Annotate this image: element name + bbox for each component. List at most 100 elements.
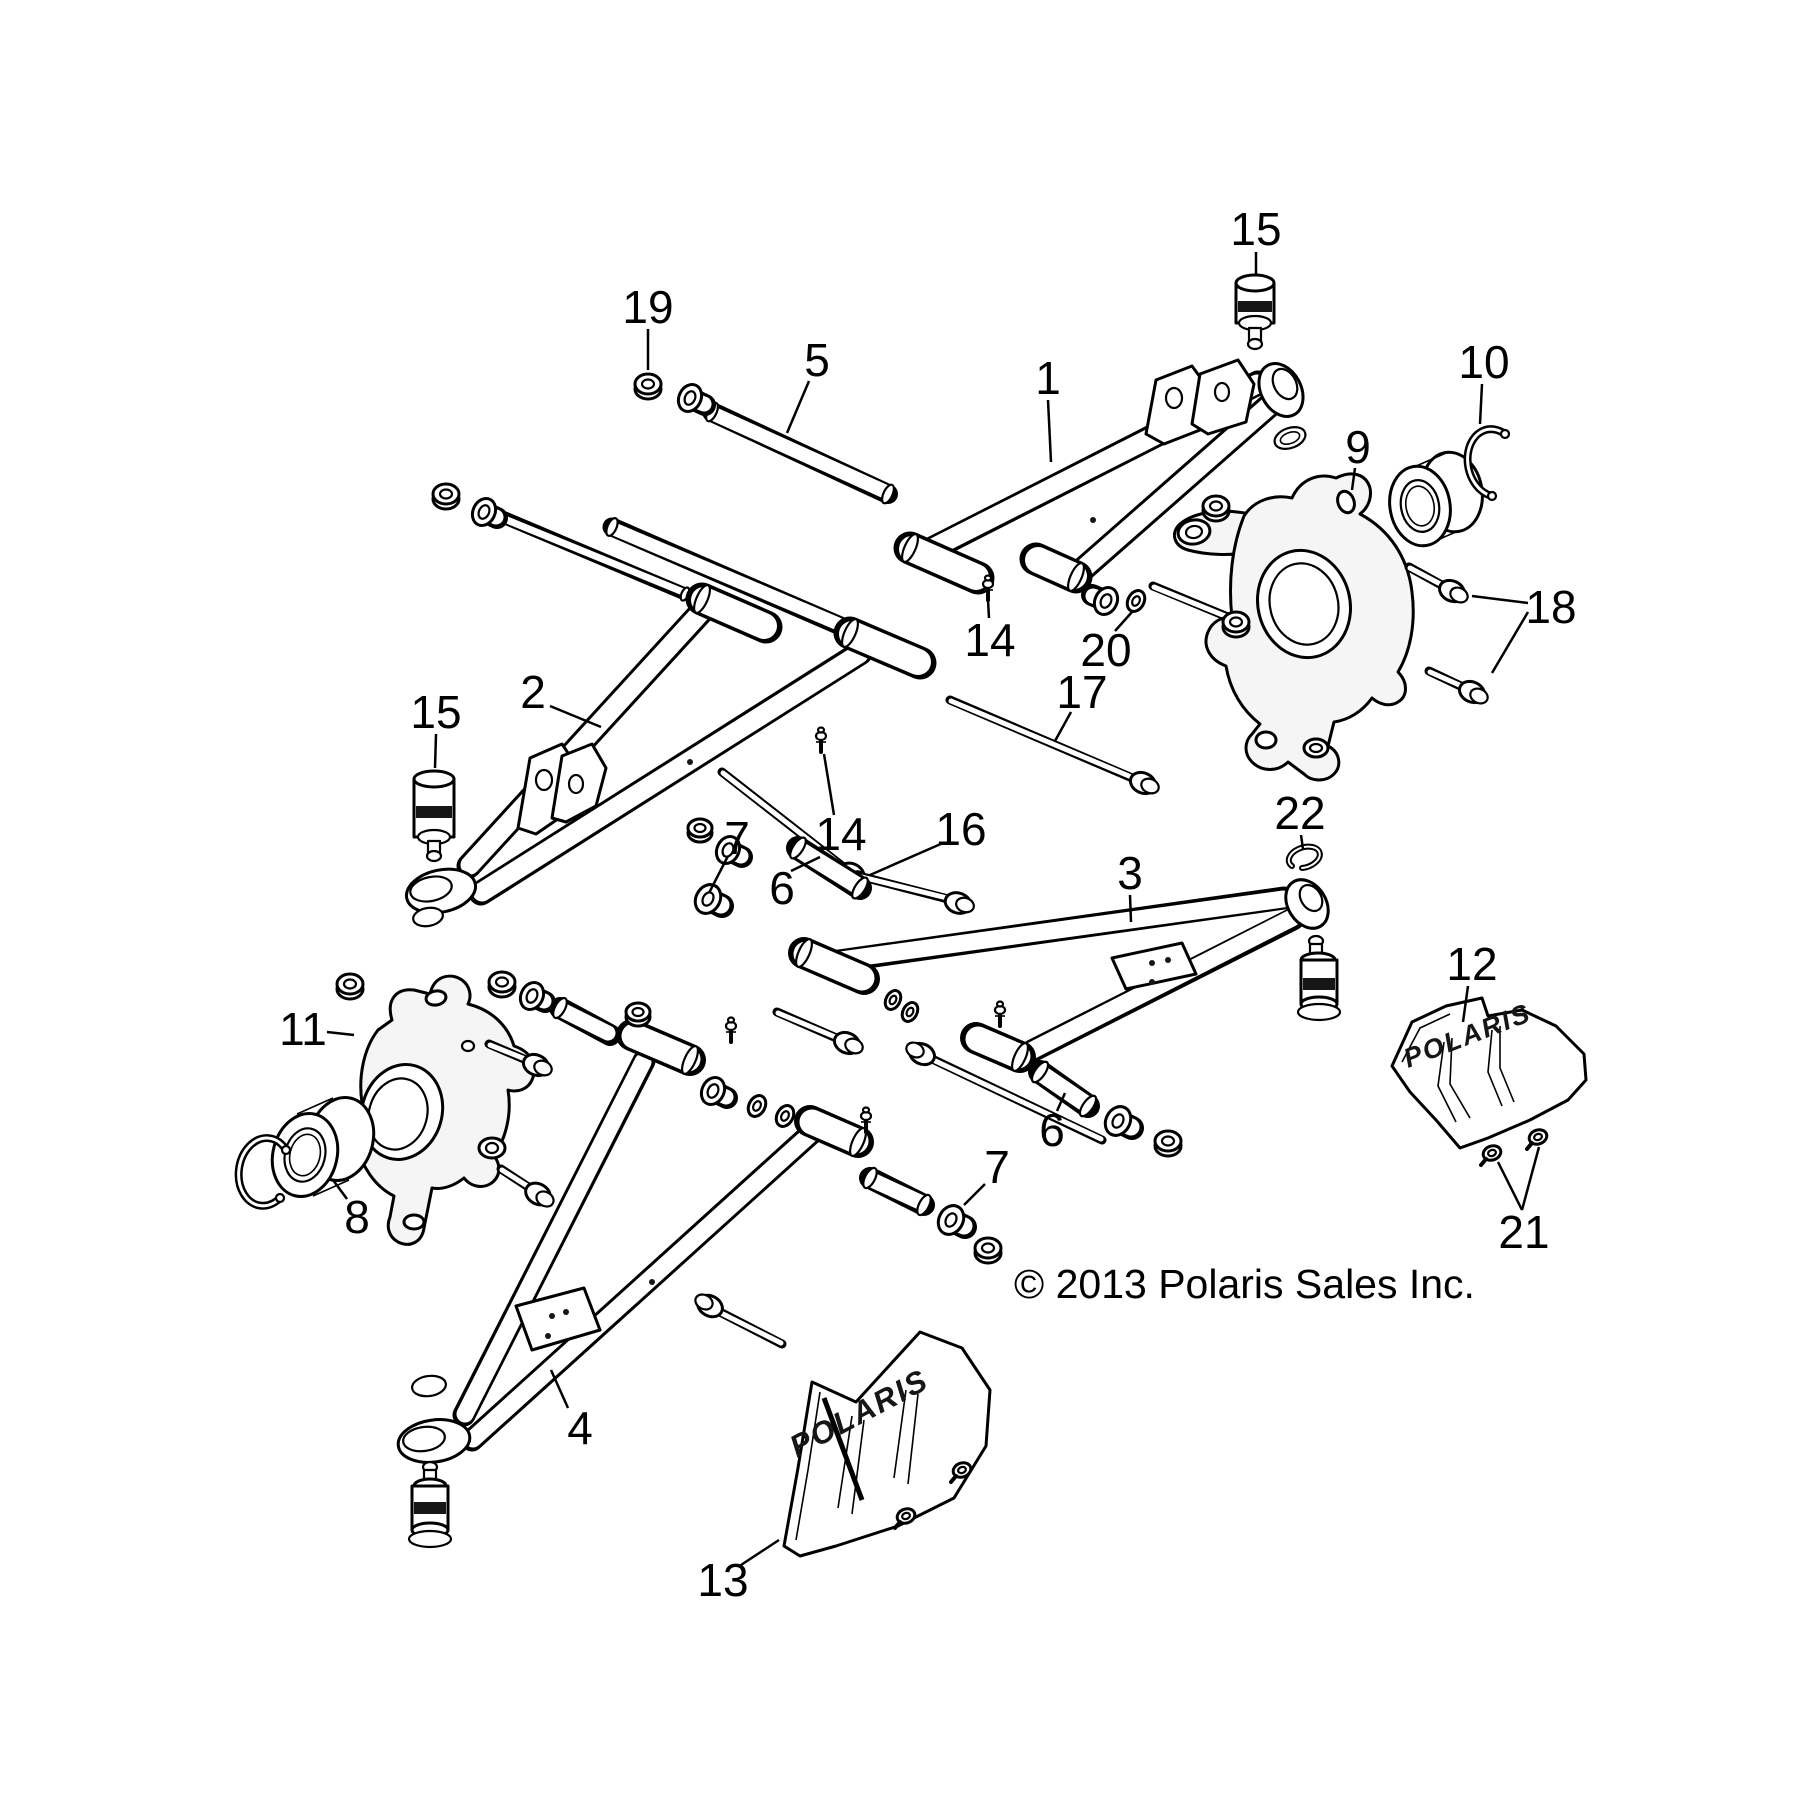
leader-line — [822, 753, 836, 816]
nut — [431, 482, 461, 511]
ball-joint-upper-right — [1234, 273, 1276, 351]
part-number-label: 16 — [935, 803, 986, 855]
leader-line — [1128, 894, 1133, 923]
leader-line — [549, 704, 602, 729]
guard-screw — [1479, 1144, 1503, 1167]
bushing — [936, 1204, 977, 1239]
pivot-shaft-left-thick — [602, 517, 855, 638]
grease-fittings — [724, 574, 1007, 1134]
snap-ring-10 — [1463, 425, 1511, 502]
bushing-7-upper — [693, 883, 734, 918]
callout-20: 20 — [1080, 611, 1133, 676]
part-number-label: 7 — [984, 1141, 1010, 1193]
guard-screw — [893, 1507, 917, 1530]
ball-joint-lower-right — [1296, 934, 1342, 1022]
part-number-label: 14 — [964, 614, 1015, 666]
wheel-bearing-left — [270, 1096, 376, 1198]
callout-17: 17 — [1053, 666, 1108, 742]
lower-control-arm-left — [396, 1019, 874, 1464]
bolt-lower-long-c — [694, 1293, 787, 1349]
nut — [487, 970, 517, 999]
nut — [1153, 1129, 1183, 1158]
spacer-tube-6-upper — [786, 836, 872, 900]
callout-5: 5 — [785, 334, 830, 434]
leader-line — [1461, 985, 1470, 1023]
leader-line — [963, 1183, 986, 1206]
arm-guard-left: POLARIS — [782, 1330, 992, 1558]
copyright-text: © 2013 Polaris Sales Inc. — [1014, 1261, 1475, 1307]
callout-18: 18 — [1471, 581, 1577, 674]
grease-zerk-14-lower — [814, 726, 828, 754]
nut — [1201, 494, 1231, 523]
callout-8: 8 — [331, 1179, 370, 1243]
spacer-tube-6-lower — [1028, 1060, 1100, 1118]
bushing-7-lower — [1103, 1105, 1144, 1140]
callout-13: 13 — [697, 1538, 780, 1606]
snap-ring-22 — [1285, 843, 1323, 871]
spacer-tube-arm4 — [859, 1166, 935, 1217]
bolt-17 — [945, 695, 1160, 796]
callout-3: 3 — [1117, 847, 1143, 923]
bushing — [518, 980, 556, 1013]
part-number-label: 1 — [1035, 352, 1061, 404]
callout-22: 22 — [1274, 787, 1326, 850]
callout-16: 16 — [869, 803, 987, 877]
nut — [1221, 610, 1251, 639]
callout-2: 2 — [520, 666, 602, 729]
part-number-label: 22 — [1274, 787, 1325, 839]
guard-screw — [1525, 1128, 1549, 1151]
callout-11: 11 — [279, 1003, 355, 1055]
callout-14: 14 — [964, 599, 1016, 666]
callout-1: 1 — [1035, 352, 1061, 463]
arm-guard-right: POLARIS — [1390, 996, 1588, 1167]
leader-line — [331, 1179, 349, 1200]
bolt-18a — [1404, 562, 1469, 604]
guard-screw — [949, 1461, 973, 1484]
grease-zerk — [993, 1000, 1007, 1028]
washer — [746, 1094, 768, 1118]
leader-line — [1046, 399, 1053, 463]
leader-line — [326, 1030, 355, 1037]
callout-9: 9 — [1345, 421, 1371, 491]
part-number-label: 12 — [1446, 938, 1497, 990]
callouts-layer: 1234566778910111213141415151617181920212… — [279, 203, 1576, 1606]
bushings — [470, 382, 1144, 1239]
bushing — [676, 382, 716, 416]
part-number-label: 4 — [567, 1402, 593, 1454]
part-number-label: 15 — [410, 686, 461, 738]
steering-knuckle-right — [1172, 472, 1415, 782]
part-number-label: 21 — [1498, 1206, 1549, 1258]
nut — [624, 1001, 652, 1028]
part-number-label: 20 — [1080, 624, 1131, 676]
callout-6: 6 — [1039, 1092, 1067, 1156]
leader-line — [1114, 611, 1133, 632]
upper-control-arm-left — [404, 582, 937, 928]
grease-zerk — [724, 1016, 738, 1044]
grease-zerk-14-upper — [981, 574, 995, 602]
part-number-label: 11 — [279, 1003, 327, 1055]
part-number-label: 6 — [1039, 1104, 1065, 1156]
part-number-label: 17 — [1056, 666, 1107, 718]
part-number-label: 19 — [622, 281, 673, 333]
washer-20 — [1125, 589, 1147, 613]
callout-7: 7 — [963, 1141, 1010, 1206]
leader-line — [785, 380, 811, 434]
washer — [900, 1001, 920, 1023]
wheel-bearing-right — [1388, 450, 1484, 548]
part-number-label: 9 — [1345, 421, 1371, 473]
nut — [335, 972, 365, 1001]
leader-line — [1496, 1161, 1524, 1211]
leader-line — [790, 855, 821, 873]
nut-19 — [633, 372, 663, 401]
callout-12: 12 — [1446, 938, 1498, 1023]
bushing — [699, 1075, 738, 1109]
pivot-rod-left-thin — [498, 511, 692, 602]
bushing — [470, 496, 508, 529]
leader-line — [1490, 611, 1530, 674]
leader-line — [986, 599, 991, 619]
leader-line — [1520, 1146, 1541, 1211]
bushing — [714, 834, 753, 868]
leader-line — [1299, 834, 1305, 850]
part-number-label: 13 — [697, 1554, 748, 1606]
